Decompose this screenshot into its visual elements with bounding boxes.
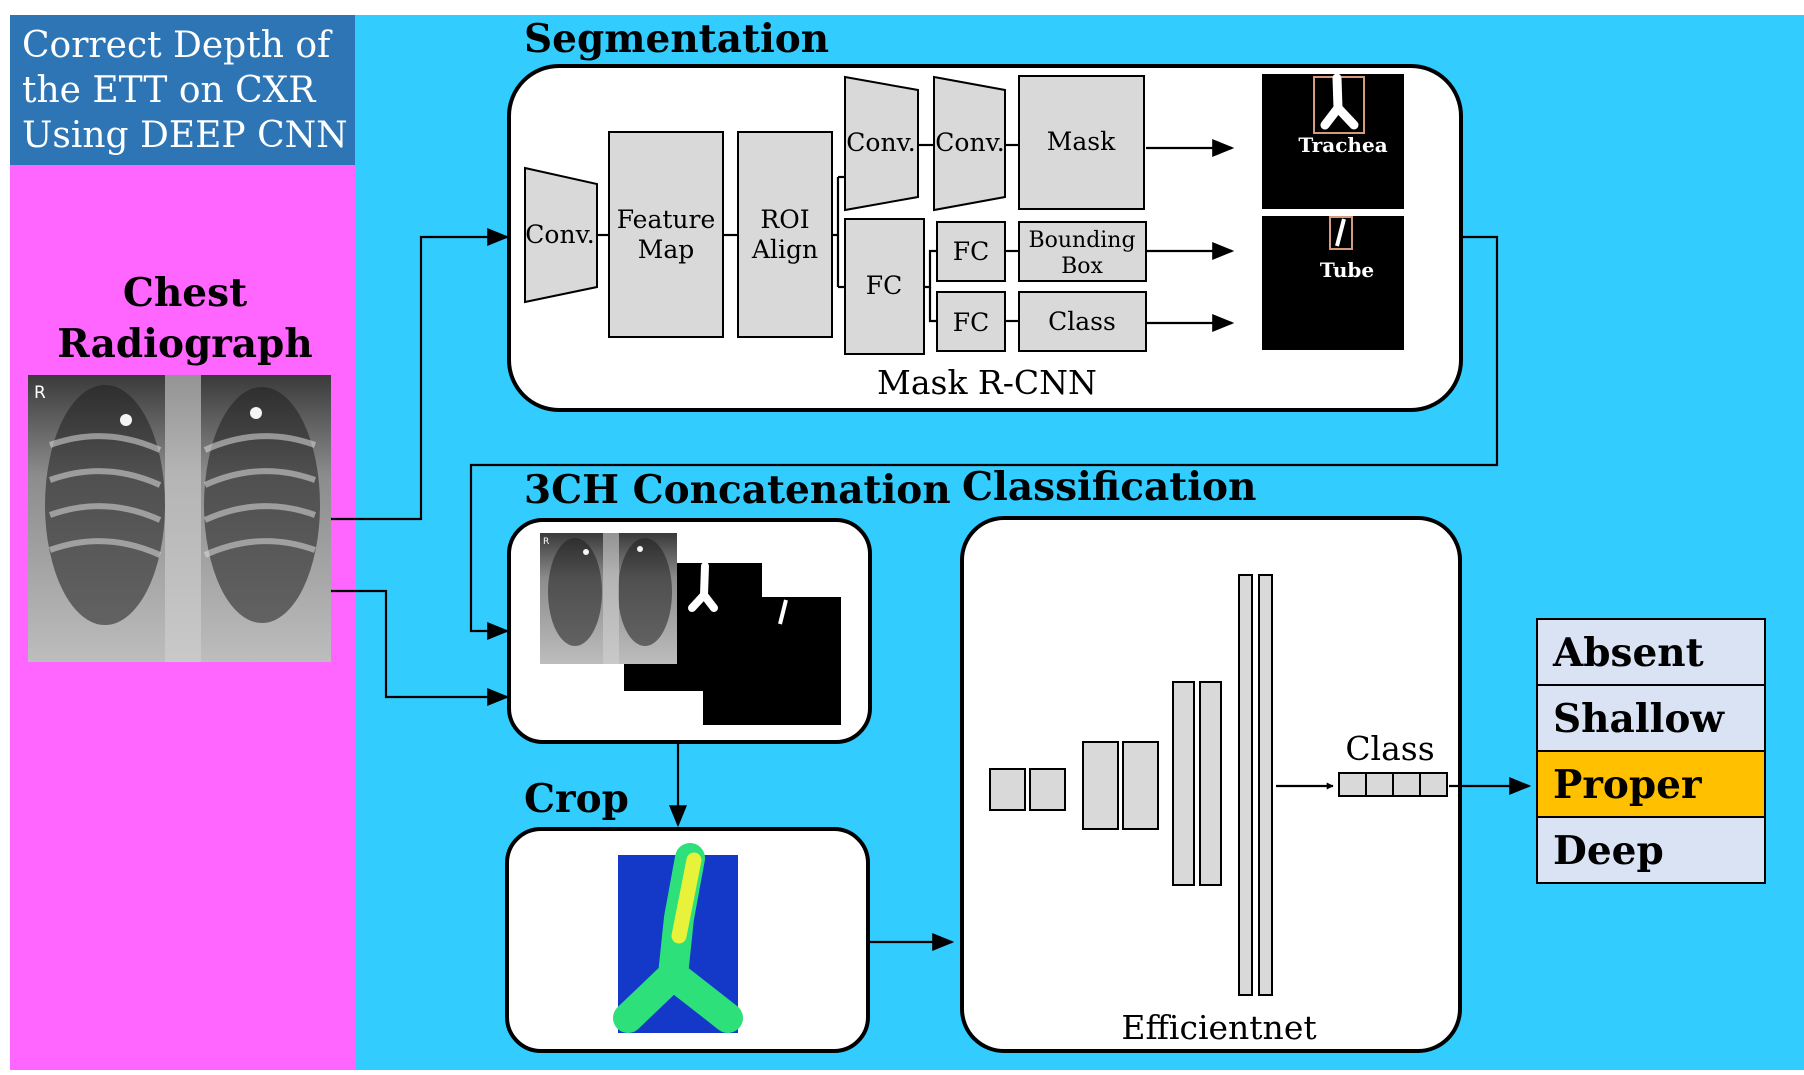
- radiograph-marker: R: [34, 383, 46, 403]
- class-label-shallow: Shallow: [1553, 696, 1725, 742]
- concat-radiograph-channel: R: [540, 533, 677, 664]
- conv-block: [524, 166, 598, 304]
- mask-conv-label-2: Conv.: [935, 128, 1004, 157]
- bounding-box-block: [1018, 221, 1147, 282]
- tube-output-label: Tube: [1320, 258, 1374, 282]
- crop-tube-shape: [671, 852, 702, 944]
- feature-map-label-1: Feature: [617, 205, 716, 234]
- title-box: [10, 15, 355, 165]
- mask-conv-label-1: Conv.: [846, 128, 915, 157]
- concat-heading: 3CH Concatenation: [524, 467, 951, 513]
- class-vector: [1338, 772, 1448, 797]
- mask-block: [1018, 75, 1145, 210]
- title-line-2: the ETT on CXR: [22, 70, 316, 111]
- title-line-3: Using DEEP CNN: [22, 115, 348, 156]
- conv-label: Conv.: [525, 220, 594, 249]
- class-block: [1018, 291, 1147, 352]
- bounding-box-label-1: Bounding: [1028, 228, 1135, 253]
- fc-class-label: FC: [953, 308, 989, 337]
- feature-map-label-2: Map: [638, 235, 695, 264]
- mask-rcnn-label: Mask R-CNN: [877, 363, 1097, 402]
- chest-radiograph-image: R: [28, 375, 331, 662]
- arrow-input-to-concat: [331, 589, 510, 706]
- arrow-segmentation-to-concat: [469, 235, 1499, 640]
- tube-bbox-overlay: [1329, 216, 1353, 250]
- mask-conv-block-2: [933, 75, 1006, 212]
- concat-radiograph-marker: R: [543, 537, 549, 547]
- trachea-output-label: Trachea: [1298, 133, 1387, 157]
- input-label-line-2: Radiograph: [57, 321, 312, 367]
- input-label-line-1: Chest: [123, 270, 247, 316]
- classification-heading: Classification: [962, 464, 1256, 510]
- class-label-proper: Proper: [1553, 762, 1702, 808]
- class-block-label: Class: [1048, 307, 1116, 336]
- fc-class-block: [936, 291, 1006, 352]
- roi-align-label-1: ROI: [760, 205, 809, 234]
- trachea-output-image: [1262, 74, 1404, 209]
- efficientnet-label: Efficientnet: [1121, 1008, 1316, 1047]
- trachea-shape: [1320, 73, 1359, 130]
- fc-main-block: [844, 218, 925, 355]
- tube-shape: [1335, 218, 1346, 247]
- class-box-deep: [1536, 816, 1766, 884]
- vector-class-label: Class: [1345, 729, 1434, 768]
- fc-main-label: FC: [866, 271, 902, 300]
- tube-output-image: [1262, 216, 1404, 350]
- crop-heading: Crop: [524, 776, 629, 822]
- segmentation-heading: Segmentation: [524, 16, 829, 62]
- class-label-absent: Absent: [1552, 630, 1704, 676]
- roi-align-label-2: Align: [751, 235, 818, 264]
- title-line-1: Correct Depth of: [22, 25, 333, 66]
- mask-conv-block-1: [844, 75, 919, 212]
- bounding-box-label-2: Box: [1061, 254, 1103, 279]
- class-label-deep: Deep: [1553, 828, 1664, 874]
- arrow-input-to-segmentation: [331, 228, 510, 521]
- mask-label: Mask: [1047, 127, 1116, 156]
- fc-bbox-label: FC: [953, 237, 989, 266]
